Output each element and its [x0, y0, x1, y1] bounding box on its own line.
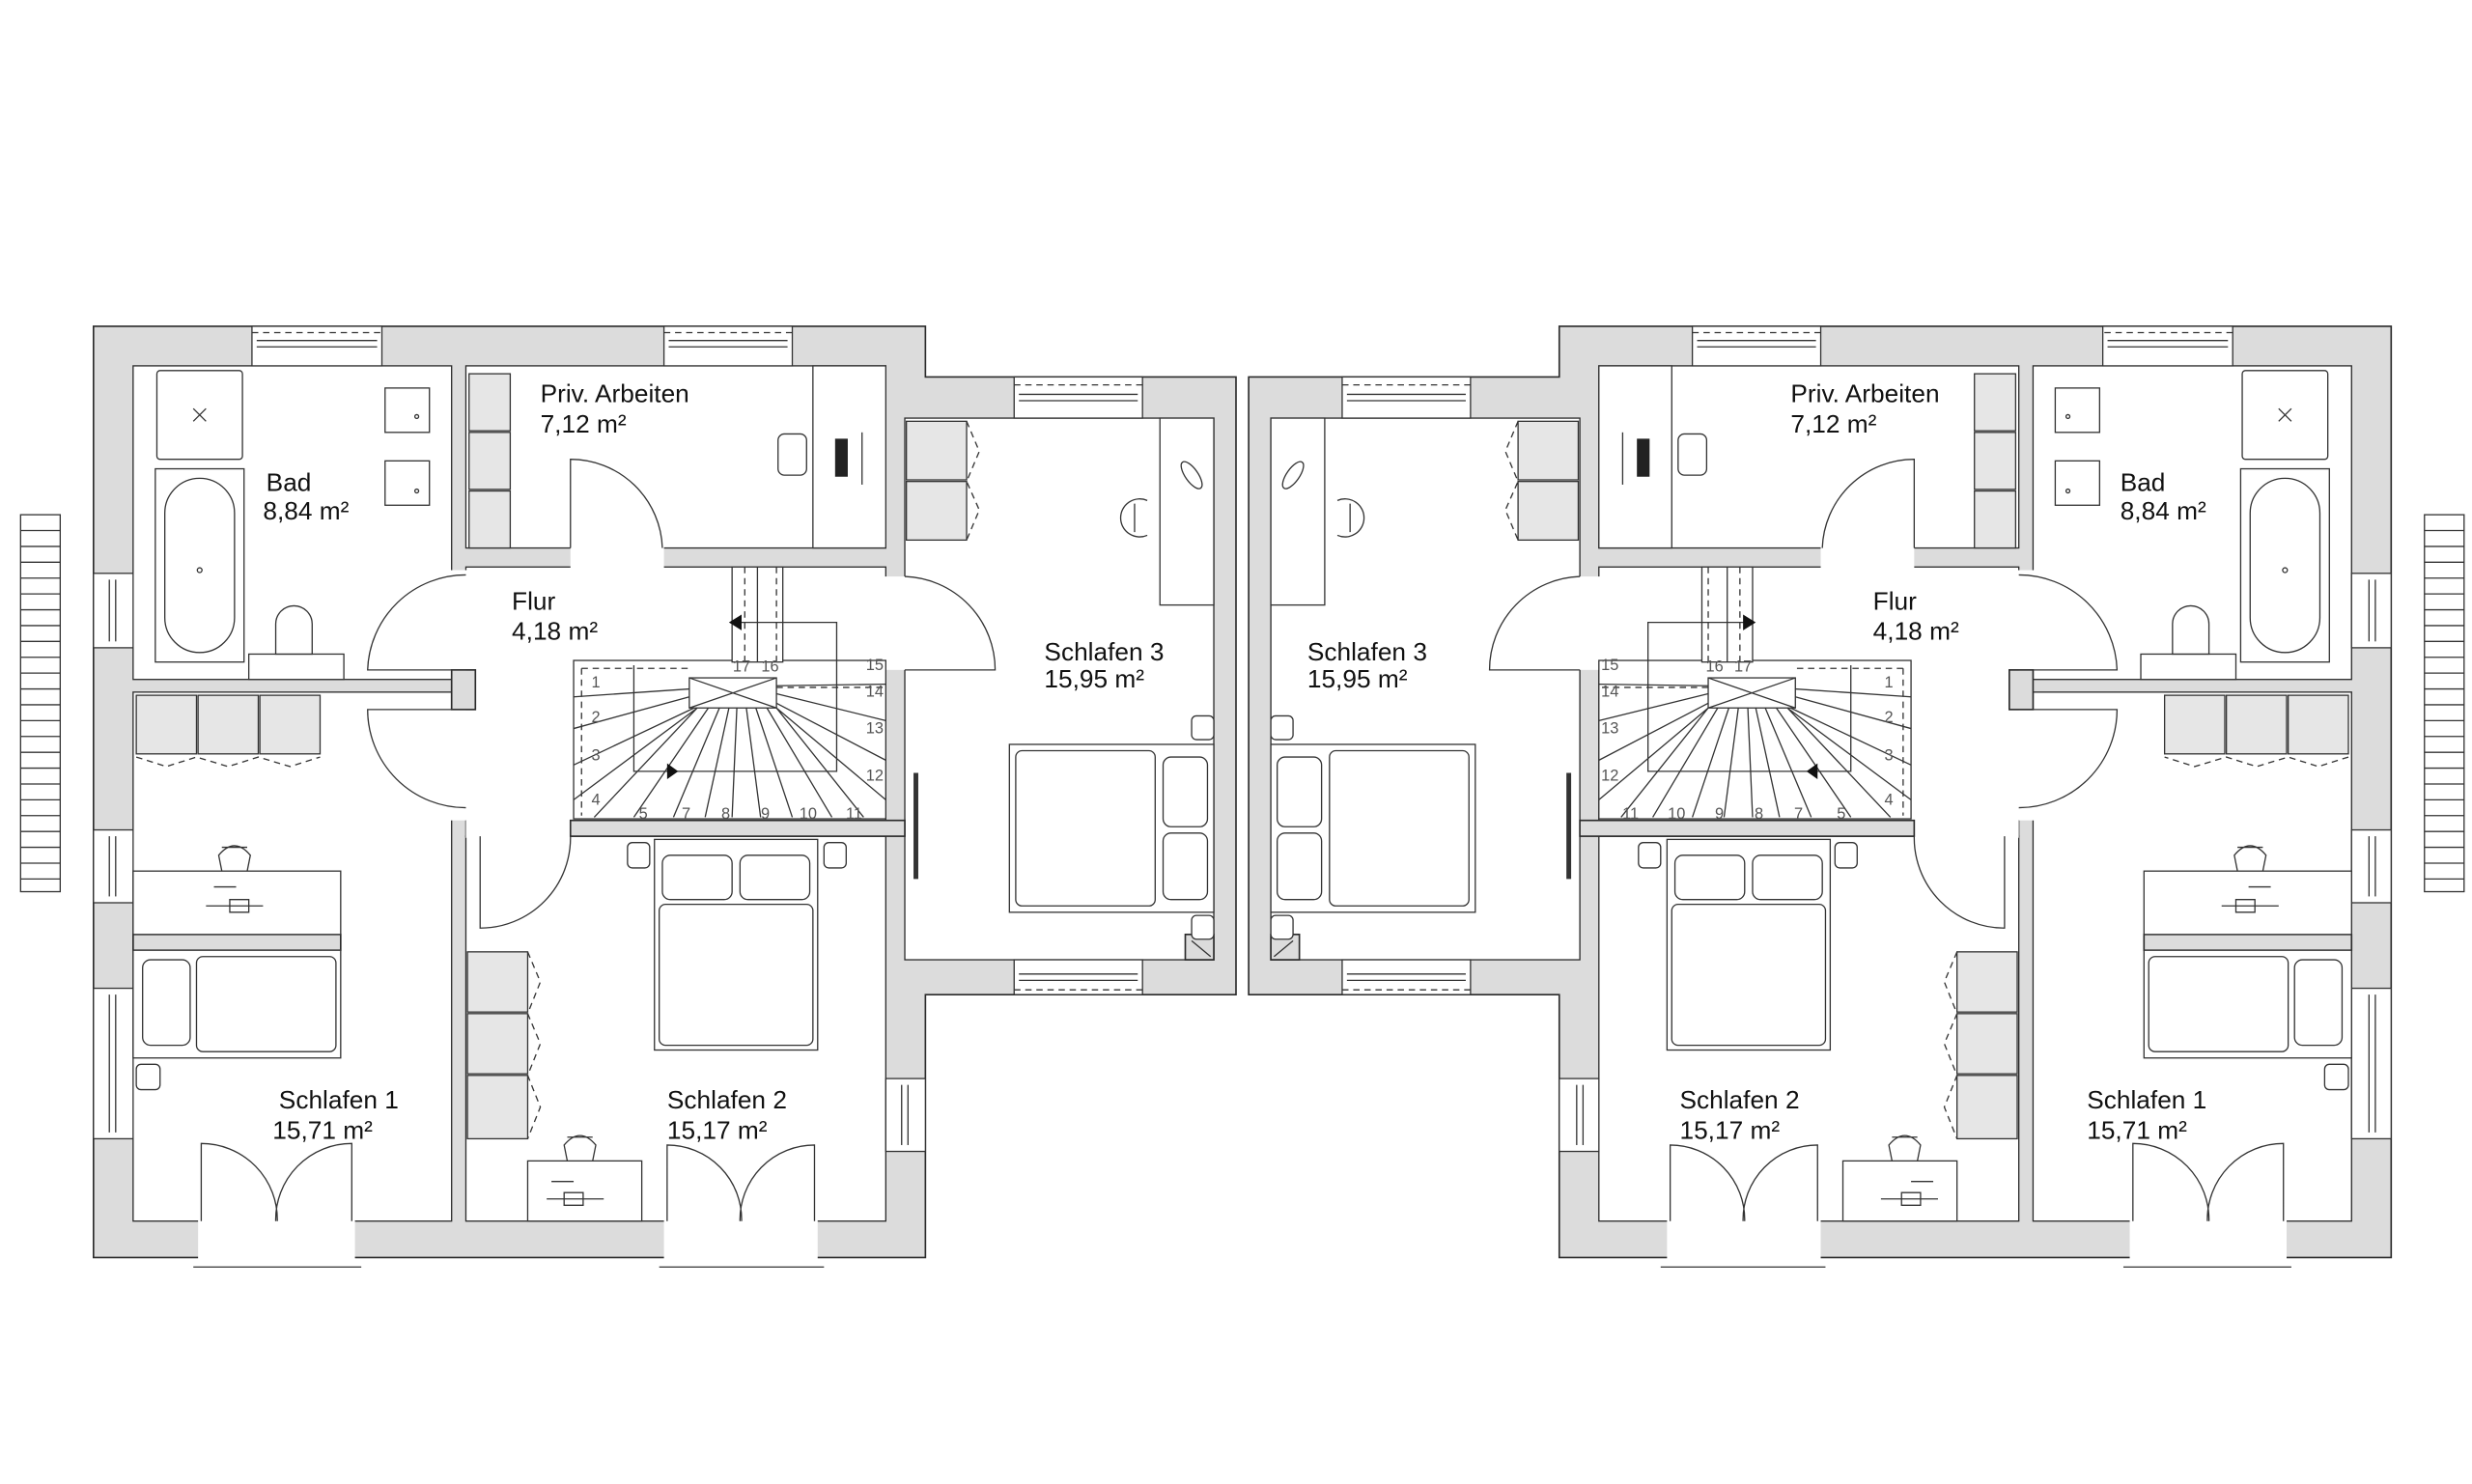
room-area: 15,71 m²	[272, 1115, 373, 1144]
stair-step-number: 14	[866, 684, 884, 701]
stair-step-number: 17	[733, 658, 750, 676]
stair-step-number: 1	[1885, 674, 1894, 691]
room-name: Flur	[1873, 587, 1917, 616]
stair-step-number: 13	[866, 719, 884, 737]
unit-left	[20, 326, 1236, 1267]
room-area: 8,84 m²	[2121, 496, 2206, 525]
stair-step-number: 15	[1601, 657, 1618, 674]
room-area: 15,17 m²	[667, 1115, 768, 1144]
room-area: 15,95 m²	[1307, 664, 1408, 693]
room-name: Priv. Arbeiten	[541, 379, 689, 408]
room-area: 7,12 m²	[541, 409, 627, 438]
stair-step-number: 9	[1715, 805, 1724, 823]
stair-step-number: 14	[1601, 684, 1618, 701]
room-name: Bad	[2121, 468, 2166, 497]
room-name: Schlafen 1	[2087, 1085, 2206, 1114]
stair-step-number: 2	[591, 709, 600, 726]
stair-step-number: 3	[591, 746, 600, 764]
room-name: Flur	[512, 587, 555, 616]
room-name: Schlafen 1	[279, 1085, 399, 1114]
stair-step-number: 8	[1755, 805, 1763, 823]
stair-step-number: 2	[1885, 709, 1894, 726]
room-area: 4,18 m²	[512, 617, 598, 646]
room-area: 4,18 m²	[1873, 617, 1959, 646]
stair-step-number: 7	[682, 805, 690, 823]
unit-right	[1249, 326, 2464, 1267]
stair-step-number: 11	[846, 805, 862, 823]
room-name: Schlafen 3	[1044, 637, 1164, 666]
stair-step-number: 12	[1601, 768, 1618, 785]
room-name: Schlafen 2	[667, 1085, 787, 1114]
stair-step-number: 12	[866, 768, 884, 785]
room-area: 7,12 m²	[1790, 409, 1876, 438]
room-area: 8,84 m²	[263, 496, 349, 525]
stair-step-number: 9	[761, 805, 770, 823]
stair-step-number: 7	[1794, 805, 1803, 823]
room-area: 15,95 m²	[1044, 664, 1144, 693]
room-name: Schlafen 3	[1307, 637, 1427, 666]
room-name: Schlafen 2	[1679, 1085, 1799, 1114]
stair-step-number: 10	[800, 805, 817, 823]
room-area: 15,17 m²	[1679, 1115, 1780, 1144]
stair-step-number: 4	[591, 791, 600, 808]
stair-step-number: 10	[1668, 805, 1685, 823]
stair-step-number: 17	[1734, 658, 1752, 676]
stair-step-number: 13	[1601, 719, 1618, 737]
room-area: 15,71 m²	[2087, 1115, 2187, 1144]
room-name: Bad	[267, 468, 312, 497]
stair-step-number: 5	[1837, 805, 1845, 823]
stair-step-number: 3	[1885, 746, 1894, 764]
stair-step-number: 15	[866, 657, 884, 674]
room-name: Priv. Arbeiten	[1790, 379, 1939, 408]
stair-step-number: 4	[1885, 791, 1894, 808]
stair-step-number: 5	[639, 805, 648, 823]
stair-step-number: 16	[761, 658, 778, 676]
stair-step-number: 1	[591, 674, 600, 691]
stair-step-number: 16	[1705, 658, 1723, 676]
stair-step-number: 11	[1622, 805, 1639, 823]
stair-step-number: 8	[721, 805, 730, 823]
